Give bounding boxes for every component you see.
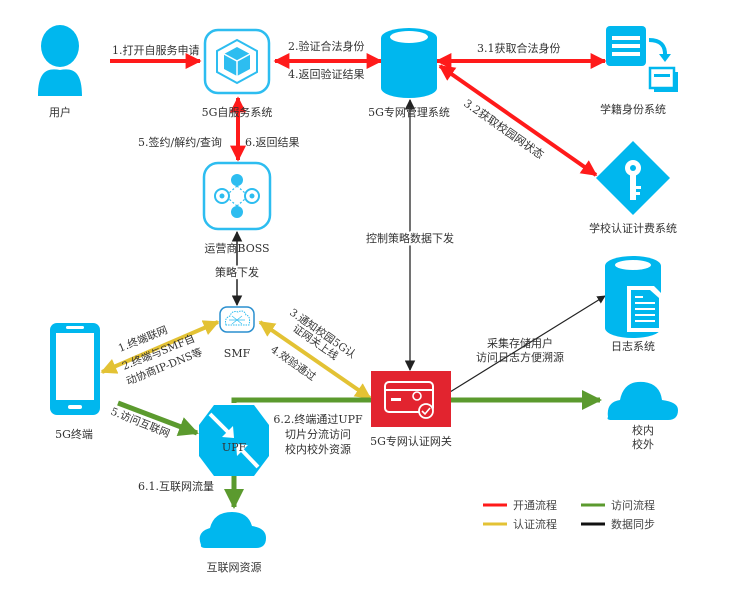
label-n4: 4.效验通过 bbox=[268, 343, 318, 384]
database-icon bbox=[381, 28, 437, 98]
label-e1: 1.打开自服务申请 bbox=[112, 43, 200, 57]
label-e4: 4.返回验证结果 bbox=[288, 67, 365, 81]
mesh-cloud-icon bbox=[219, 306, 255, 333]
edge-mgmt-campusauth bbox=[438, 64, 598, 177]
phone-icon bbox=[50, 323, 100, 415]
edge-terminal-upf bbox=[117, 400, 199, 436]
smf-label: SMF bbox=[224, 347, 251, 360]
label-log-a: 采集存储用户 bbox=[487, 336, 553, 350]
log-database-icon bbox=[605, 256, 663, 338]
upf-arrows-icon bbox=[199, 405, 269, 476]
legend-label-0: 开通流程 bbox=[513, 498, 557, 512]
legend-label-3: 数据同步 bbox=[611, 517, 655, 531]
internet-label: 互联网资源 bbox=[207, 560, 262, 574]
campus-cloud-label-2: 校外 bbox=[632, 437, 654, 451]
terminal-label: 5G终端 bbox=[55, 427, 93, 441]
campus-cloud-label-1: 校内 bbox=[632, 423, 654, 437]
network-hub-icon bbox=[202, 161, 272, 231]
campus-auth-label: 学校认证计费系统 bbox=[589, 221, 677, 235]
person-icon bbox=[38, 25, 82, 96]
internet-cloud-icon bbox=[199, 512, 266, 548]
document-transfer-icon bbox=[606, 26, 678, 92]
edge-smf-terminal bbox=[100, 320, 220, 374]
label-e2: 2.验证合法身份 bbox=[288, 39, 365, 53]
legend: 开通流程 访问流程 认证流程 数据同步 bbox=[483, 498, 655, 531]
log-label: 日志系统 bbox=[611, 340, 655, 353]
self-service-label: 5G自服务系统 bbox=[202, 106, 273, 119]
label-e5: 5.签约/解约/查询 bbox=[138, 135, 222, 149]
edge-upf-campuscloud bbox=[231, 390, 602, 410]
legend-label-2: 认证流程 bbox=[513, 517, 557, 531]
cloud-icon bbox=[607, 381, 678, 420]
user-label: 用户 bbox=[49, 105, 71, 119]
label-a62b: 切片分流访问 bbox=[285, 427, 351, 441]
label-a62a: 6.2.终端通过UPF bbox=[273, 412, 363, 426]
edge-gateway-log bbox=[449, 295, 606, 393]
legend-label-1: 访问流程 bbox=[611, 498, 655, 512]
label-a62c: 校内校外资源 bbox=[285, 442, 351, 456]
label-policy: 策略下发 bbox=[215, 265, 259, 279]
student-id-label: 学籍身份系统 bbox=[600, 102, 666, 116]
key-icon bbox=[596, 141, 670, 215]
mgmt-label: 5G专网管理系统 bbox=[368, 105, 450, 119]
id-card-check-icon bbox=[371, 371, 451, 427]
boss-label: 运营商BOSS bbox=[204, 241, 269, 255]
edge-smf-gateway bbox=[258, 320, 372, 400]
cube-icon bbox=[203, 28, 271, 95]
label-e31: 3.1获取合法身份 bbox=[477, 41, 561, 55]
label-a61: 6.1.互联网流量 bbox=[138, 479, 214, 493]
label-control: 控制策略数据下发 bbox=[366, 231, 454, 245]
label-e6: 6.返回结果 bbox=[245, 136, 300, 149]
gateway-label: 5G专网认证网关 bbox=[370, 434, 452, 448]
upf-label: UPF bbox=[222, 441, 247, 454]
label-e32: 3.2获取校园网状态 bbox=[461, 96, 546, 162]
label-log-b: 访问日志方便溯源 bbox=[476, 350, 564, 364]
